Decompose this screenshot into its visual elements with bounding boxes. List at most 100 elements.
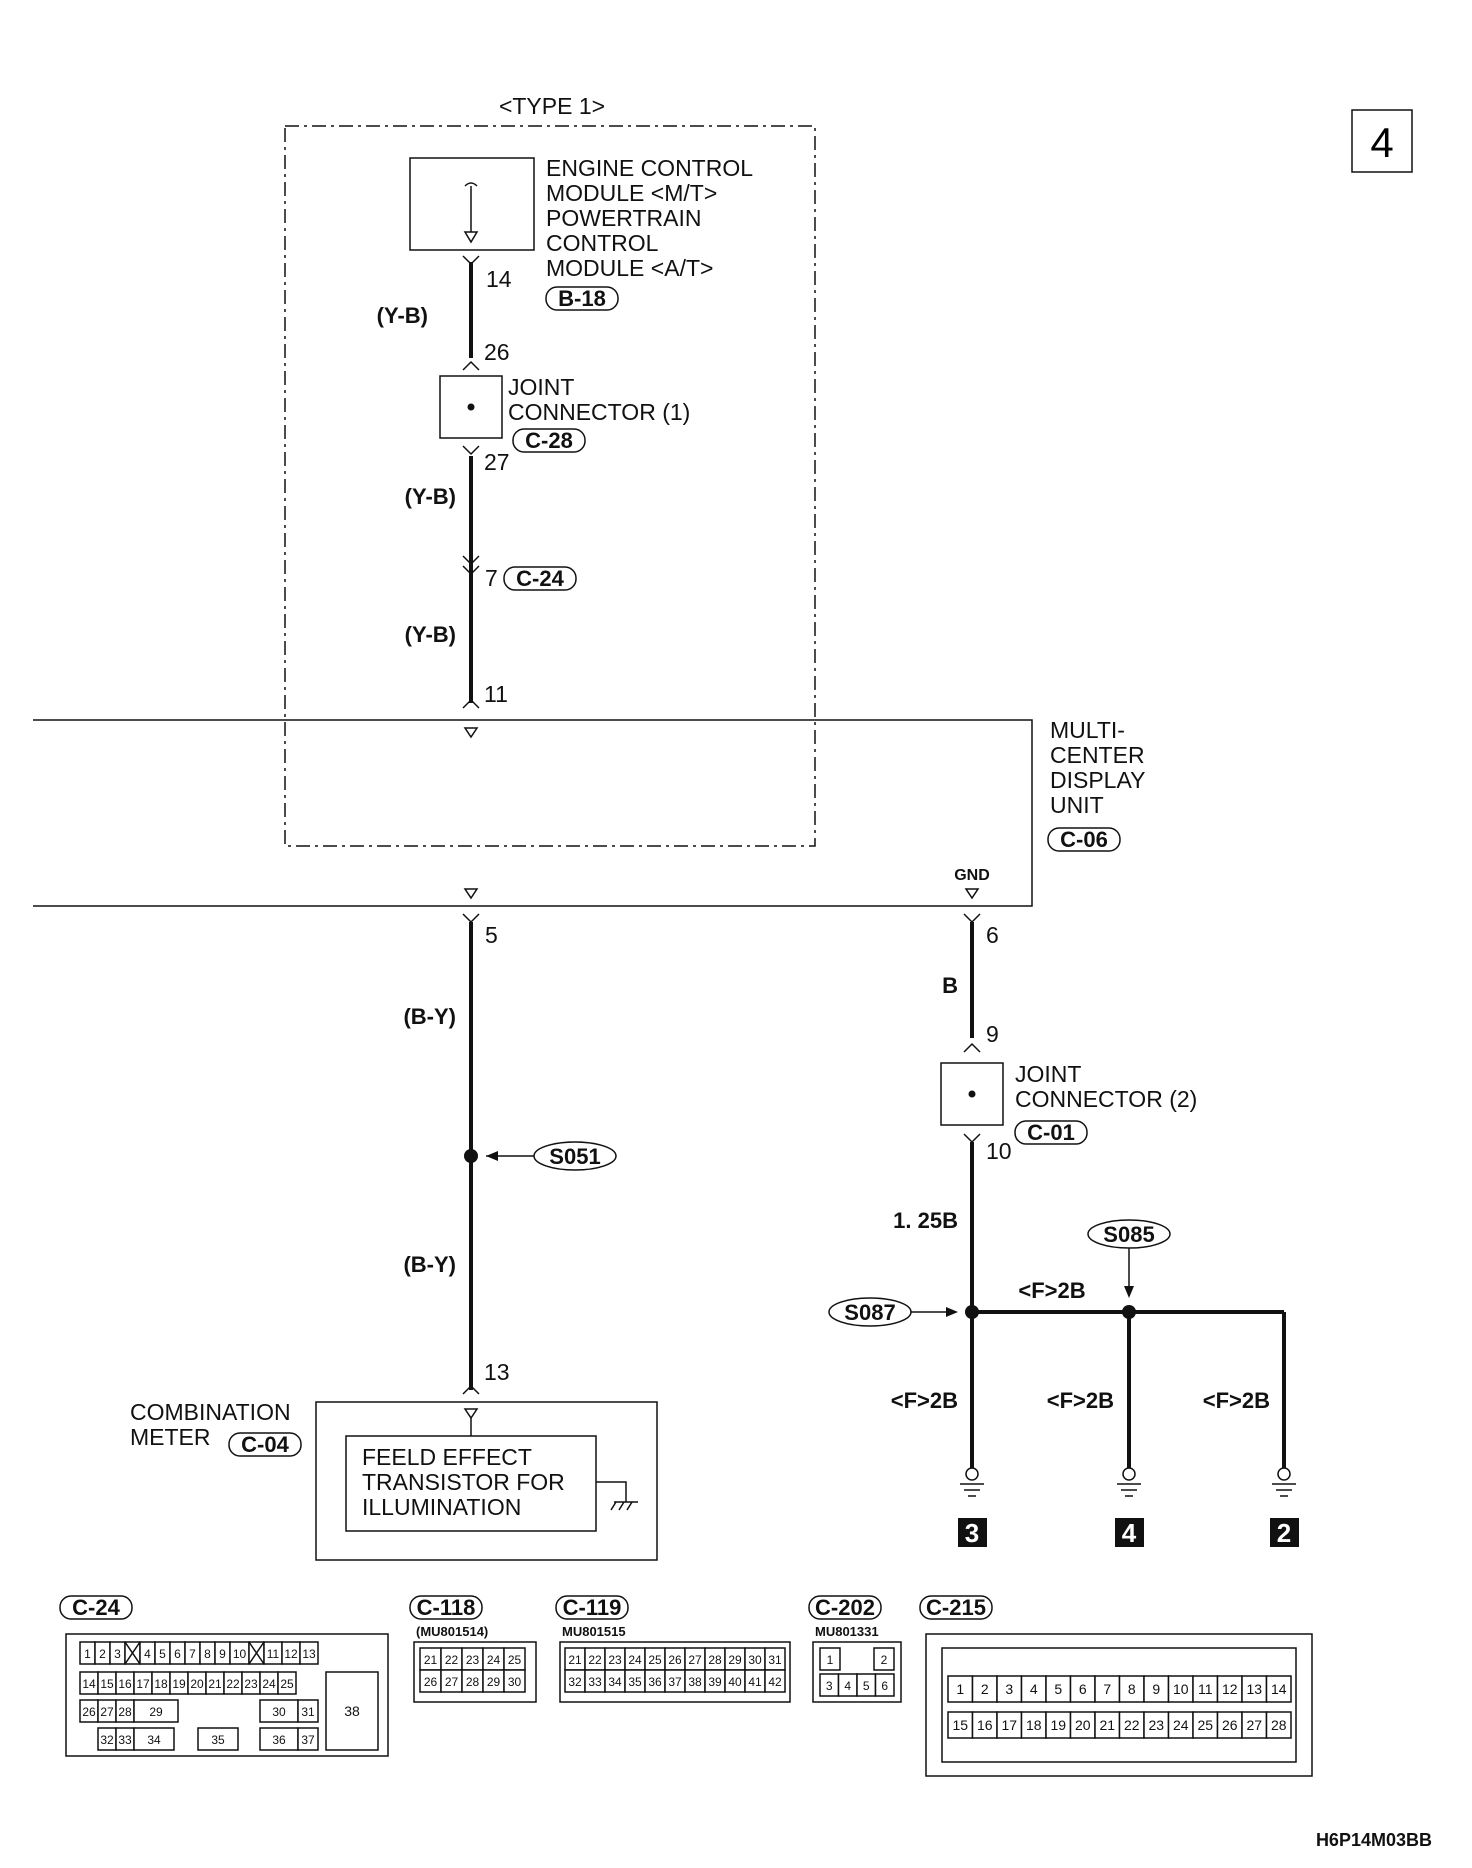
splice-s051-label: S051 (549, 1144, 600, 1169)
ground-ref-3: 3 (965, 1518, 979, 1548)
c119-pin-42-cell (764, 1669, 786, 1693)
wire-color-g2: <F>2B (1203, 1388, 1270, 1413)
c24-pin-26: 26 (82, 1705, 96, 1719)
c215-pin-18-cell (1020, 1711, 1047, 1739)
splice-s085-label: S085 (1103, 1222, 1154, 1247)
c215-pin-24-cell (1167, 1711, 1194, 1739)
c119-pin-39: 39 (708, 1675, 722, 1689)
mcdu-box (33, 719, 1033, 907)
c24-pin-36: 36 (272, 1733, 286, 1747)
connector-view-c202-tag (808, 1595, 882, 1620)
c119-pin-27: 27 (688, 1653, 702, 1667)
splice-s087-label: S087 (844, 1300, 895, 1325)
c215-pin-17: 17 (1001, 1717, 1017, 1733)
wire-color-5: (B-Y) (403, 1252, 456, 1277)
c215-pin-6: 6 (1079, 1681, 1087, 1697)
pin-26: 26 (484, 339, 510, 365)
c215-pin-27-cell (1241, 1711, 1268, 1739)
splice-s087-arrowhead (946, 1307, 958, 1317)
c118-pin-22: 22 (445, 1653, 459, 1667)
c202-pin-2-cell (873, 1647, 895, 1671)
c202-pin-4: 4 (844, 1679, 851, 1693)
c118-pin-25: 25 (508, 1653, 522, 1667)
c24-pin-17: 17 (136, 1677, 150, 1691)
c215-pin-2-cell (971, 1675, 998, 1703)
c24-pin-31-cell (297, 1699, 319, 1723)
c119-pin-35: 35 (628, 1675, 642, 1689)
c24-pin-20: 20 (190, 1677, 204, 1691)
c119-pin-21: 21 (568, 1653, 582, 1667)
c215-pin-27: 27 (1246, 1717, 1262, 1733)
c119-pin-31: 31 (768, 1653, 782, 1667)
c119-pin-37: 37 (668, 1675, 682, 1689)
inline-pin-7: 7 (485, 565, 498, 591)
connector-view-c118-part: (MU801514) (416, 1624, 488, 1639)
ground-ref-2-box (1270, 1518, 1299, 1547)
connector-view-c215-inner (941, 1647, 1297, 1763)
connector-view-c215-label: C-215 (926, 1595, 986, 1620)
c215-pin-10: 10 (1173, 1681, 1189, 1697)
connector-tag-c28 (512, 428, 586, 453)
c118-pin-26: 26 (424, 1675, 438, 1689)
c24-pin-32: 32 (100, 1733, 114, 1747)
c119-pin-42: 42 (768, 1675, 782, 1689)
c24-pin-31: 31 (301, 1705, 315, 1719)
connector-tag-c24-inline (503, 566, 577, 591)
c119-pin-40: 40 (728, 1675, 742, 1689)
connector-c04-label: C-04 (241, 1432, 289, 1457)
c215-pin-20-cell (1069, 1711, 1096, 1739)
c215-pin-25: 25 (1197, 1717, 1213, 1733)
fet-chassis-ground-icon (596, 1481, 638, 1511)
ground-ref-3-box (958, 1518, 987, 1547)
connector-tag-c01 (1014, 1120, 1088, 1145)
pin-fork-26 (462, 360, 480, 371)
type-label: <TYPE 1> (499, 93, 605, 119)
c118-pin-28: 28 (466, 1675, 480, 1689)
c119-pin-25: 25 (648, 1653, 662, 1667)
splice-s051-arrowhead (486, 1151, 498, 1161)
c24-pin-7: 7 (189, 1647, 196, 1661)
pin-fork-11 (462, 698, 480, 709)
combination-meter-label: COMBINATION METER (130, 1399, 297, 1450)
pin-27: 27 (484, 449, 510, 475)
c215-pin-23: 23 (1148, 1717, 1164, 1733)
c215-pin-22: 22 (1124, 1717, 1140, 1733)
meter-input-arrow (463, 1408, 479, 1420)
c24-pin-35: 35 (211, 1733, 225, 1747)
c118-pin-27: 27 (445, 1675, 459, 1689)
c24-pin-14: 14 (82, 1677, 96, 1691)
pin-fork-10 (963, 1133, 981, 1144)
c202-pin-1-cell (819, 1647, 841, 1671)
ecm-label: ENGINE CONTROL MODULE <M/T> POWERTRAIN C… (546, 155, 759, 281)
c215-pin-3: 3 (1005, 1681, 1013, 1697)
c202-pin-2: 2 (881, 1653, 888, 1667)
c24-pin-13-cell (299, 1641, 319, 1665)
c215-pin-28-cell (1265, 1711, 1292, 1739)
c215-pin-25-cell (1192, 1711, 1219, 1739)
wire-color-g4: <F>2B (1047, 1388, 1114, 1413)
wire-color-125b: 1. 25B (893, 1208, 958, 1233)
c119-pin-30: 30 (748, 1653, 762, 1667)
c118-pin-24: 24 (487, 1653, 501, 1667)
c215-pin-7-cell (1094, 1675, 1121, 1703)
c202-pin-5: 5 (863, 1679, 870, 1693)
ground-ref-4-box (1115, 1518, 1144, 1547)
pin-14: 14 (486, 266, 512, 292)
joint-connector-1-label: JOINT CONNECTOR (1) (508, 374, 690, 425)
c24-pin-34: 34 (147, 1733, 161, 1747)
pin-fork-27 (462, 445, 480, 456)
pin-fork-6 (963, 913, 981, 924)
joint-2-node (968, 1090, 976, 1098)
c24-pin-25-cell (277, 1671, 297, 1695)
c24-pin-38: 38 (344, 1703, 360, 1719)
splice-s087-node (965, 1305, 979, 1319)
c202-pin-3: 3 (826, 1679, 833, 1693)
splice-s051-tag (533, 1141, 617, 1171)
page-number-box (1351, 109, 1413, 173)
c119-pin-26: 26 (668, 1653, 682, 1667)
c215-pin-5: 5 (1054, 1681, 1062, 1697)
pin-6: 6 (986, 922, 999, 948)
